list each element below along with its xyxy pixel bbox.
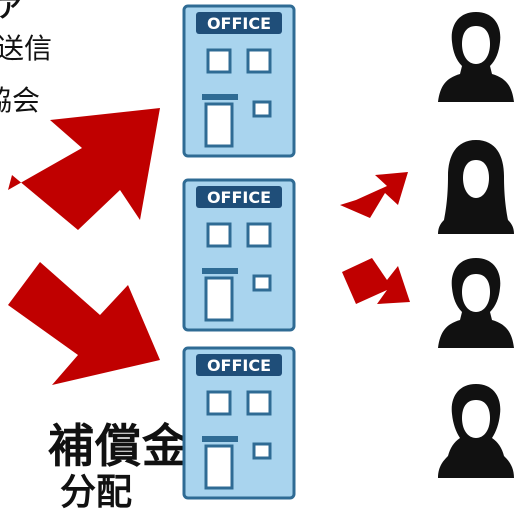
office-building-1: OFFICE	[182, 4, 296, 158]
person-icon-1	[438, 12, 514, 102]
person-icon-3	[438, 258, 514, 348]
office-sign-1: OFFICE	[207, 14, 271, 33]
label-kyoukai: 協会	[0, 84, 41, 117]
arrow-upper	[8, 108, 160, 230]
person-icon-4	[438, 384, 514, 478]
office-sign-3: OFFICE	[207, 356, 271, 375]
office-building-3: OFFICE	[182, 346, 296, 500]
person-icon-2	[438, 140, 514, 234]
flow-arrows	[8, 108, 410, 385]
office-sign-2: OFFICE	[207, 188, 271, 207]
label-sousin: 送信	[0, 32, 53, 65]
label-compensation: 補償金	[48, 419, 189, 473]
partial-top-text: ア	[0, 0, 23, 24]
arrow-small-upper	[340, 172, 408, 218]
arrow-lower	[8, 262, 160, 385]
arrow-small-lower	[342, 258, 410, 304]
office-building-2: OFFICE	[182, 178, 296, 332]
